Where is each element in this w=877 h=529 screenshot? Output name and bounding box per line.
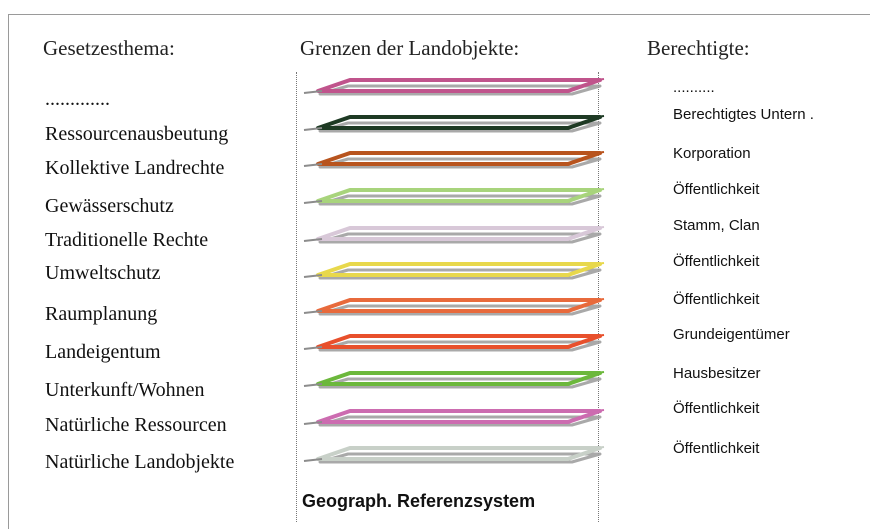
holder-oeffentlichkeit-5: Öffentlichkeit xyxy=(673,440,760,457)
holder-oeffentlichkeit-1: Öffentlichkeit xyxy=(673,181,760,198)
topic-natuerliche-landobjekte: Natürliche Landobjekte xyxy=(45,451,235,473)
boundary-layer xyxy=(303,409,605,427)
diagram-frame xyxy=(8,14,870,529)
topic-landeigentum: Landeigentum xyxy=(45,341,161,363)
header-boundaries: Grenzen der Landobjekte: xyxy=(300,36,520,60)
boundary-layer xyxy=(303,151,605,169)
holder-oeffentlichkeit-2: Öffentlichkeit xyxy=(673,253,760,270)
holder-hausbesitzer: Hausbesitzer xyxy=(673,365,761,382)
stack-guide-left xyxy=(296,72,297,522)
boundary-layer xyxy=(303,371,605,389)
topic-gewaesserschutz: Gewässerschutz xyxy=(45,195,174,217)
topic-natuerliche-ressourcen: Natürliche Ressourcen xyxy=(45,414,227,436)
boundary-layer xyxy=(303,188,605,206)
topic-umweltschutz: Umweltschutz xyxy=(45,262,161,284)
holder-korporation: Korporation xyxy=(673,145,751,162)
stack-guide-right xyxy=(598,72,599,522)
topic-ressourcenausbeutung: Ressourcenausbeutung xyxy=(45,123,229,145)
boundary-layer xyxy=(303,115,605,133)
topic-traditionelle-rechte: Traditionelle Rechte xyxy=(45,229,209,251)
holder-oeffentlichkeit-3: Öffentlichkeit xyxy=(673,291,760,308)
topic-raumplanung: Raumplanung xyxy=(45,303,158,325)
topic-unterkunft-wohnen: Unterkunft/Wohnen xyxy=(45,379,205,401)
boundary-layer xyxy=(303,446,605,464)
header-holders: Berechtigte: xyxy=(647,36,750,60)
topic-kollektive-landrechte: Kollektive Landrechte xyxy=(45,157,225,179)
boundary-layer xyxy=(303,298,605,316)
boundary-layer xyxy=(303,78,605,96)
header-topics: Gesetzesthema: xyxy=(43,36,175,60)
holder-oeffentlichkeit-4: Öffentlichkeit xyxy=(673,400,760,417)
topic-placeholder: ............. xyxy=(45,88,110,110)
reference-system-label: Geograph. Referenzsystem xyxy=(302,491,536,511)
boundary-layer xyxy=(303,262,605,280)
holder-placeholder: .......... xyxy=(673,79,715,96)
boundary-layer xyxy=(303,334,605,352)
holder-stamm-clan: Stamm, Clan xyxy=(673,217,760,234)
holder-grundeigentuemer: Grundeigentümer xyxy=(673,326,790,343)
holder-berechtigtes-untern: Berechtigtes Untern . xyxy=(673,106,814,123)
boundary-layer xyxy=(303,226,605,244)
